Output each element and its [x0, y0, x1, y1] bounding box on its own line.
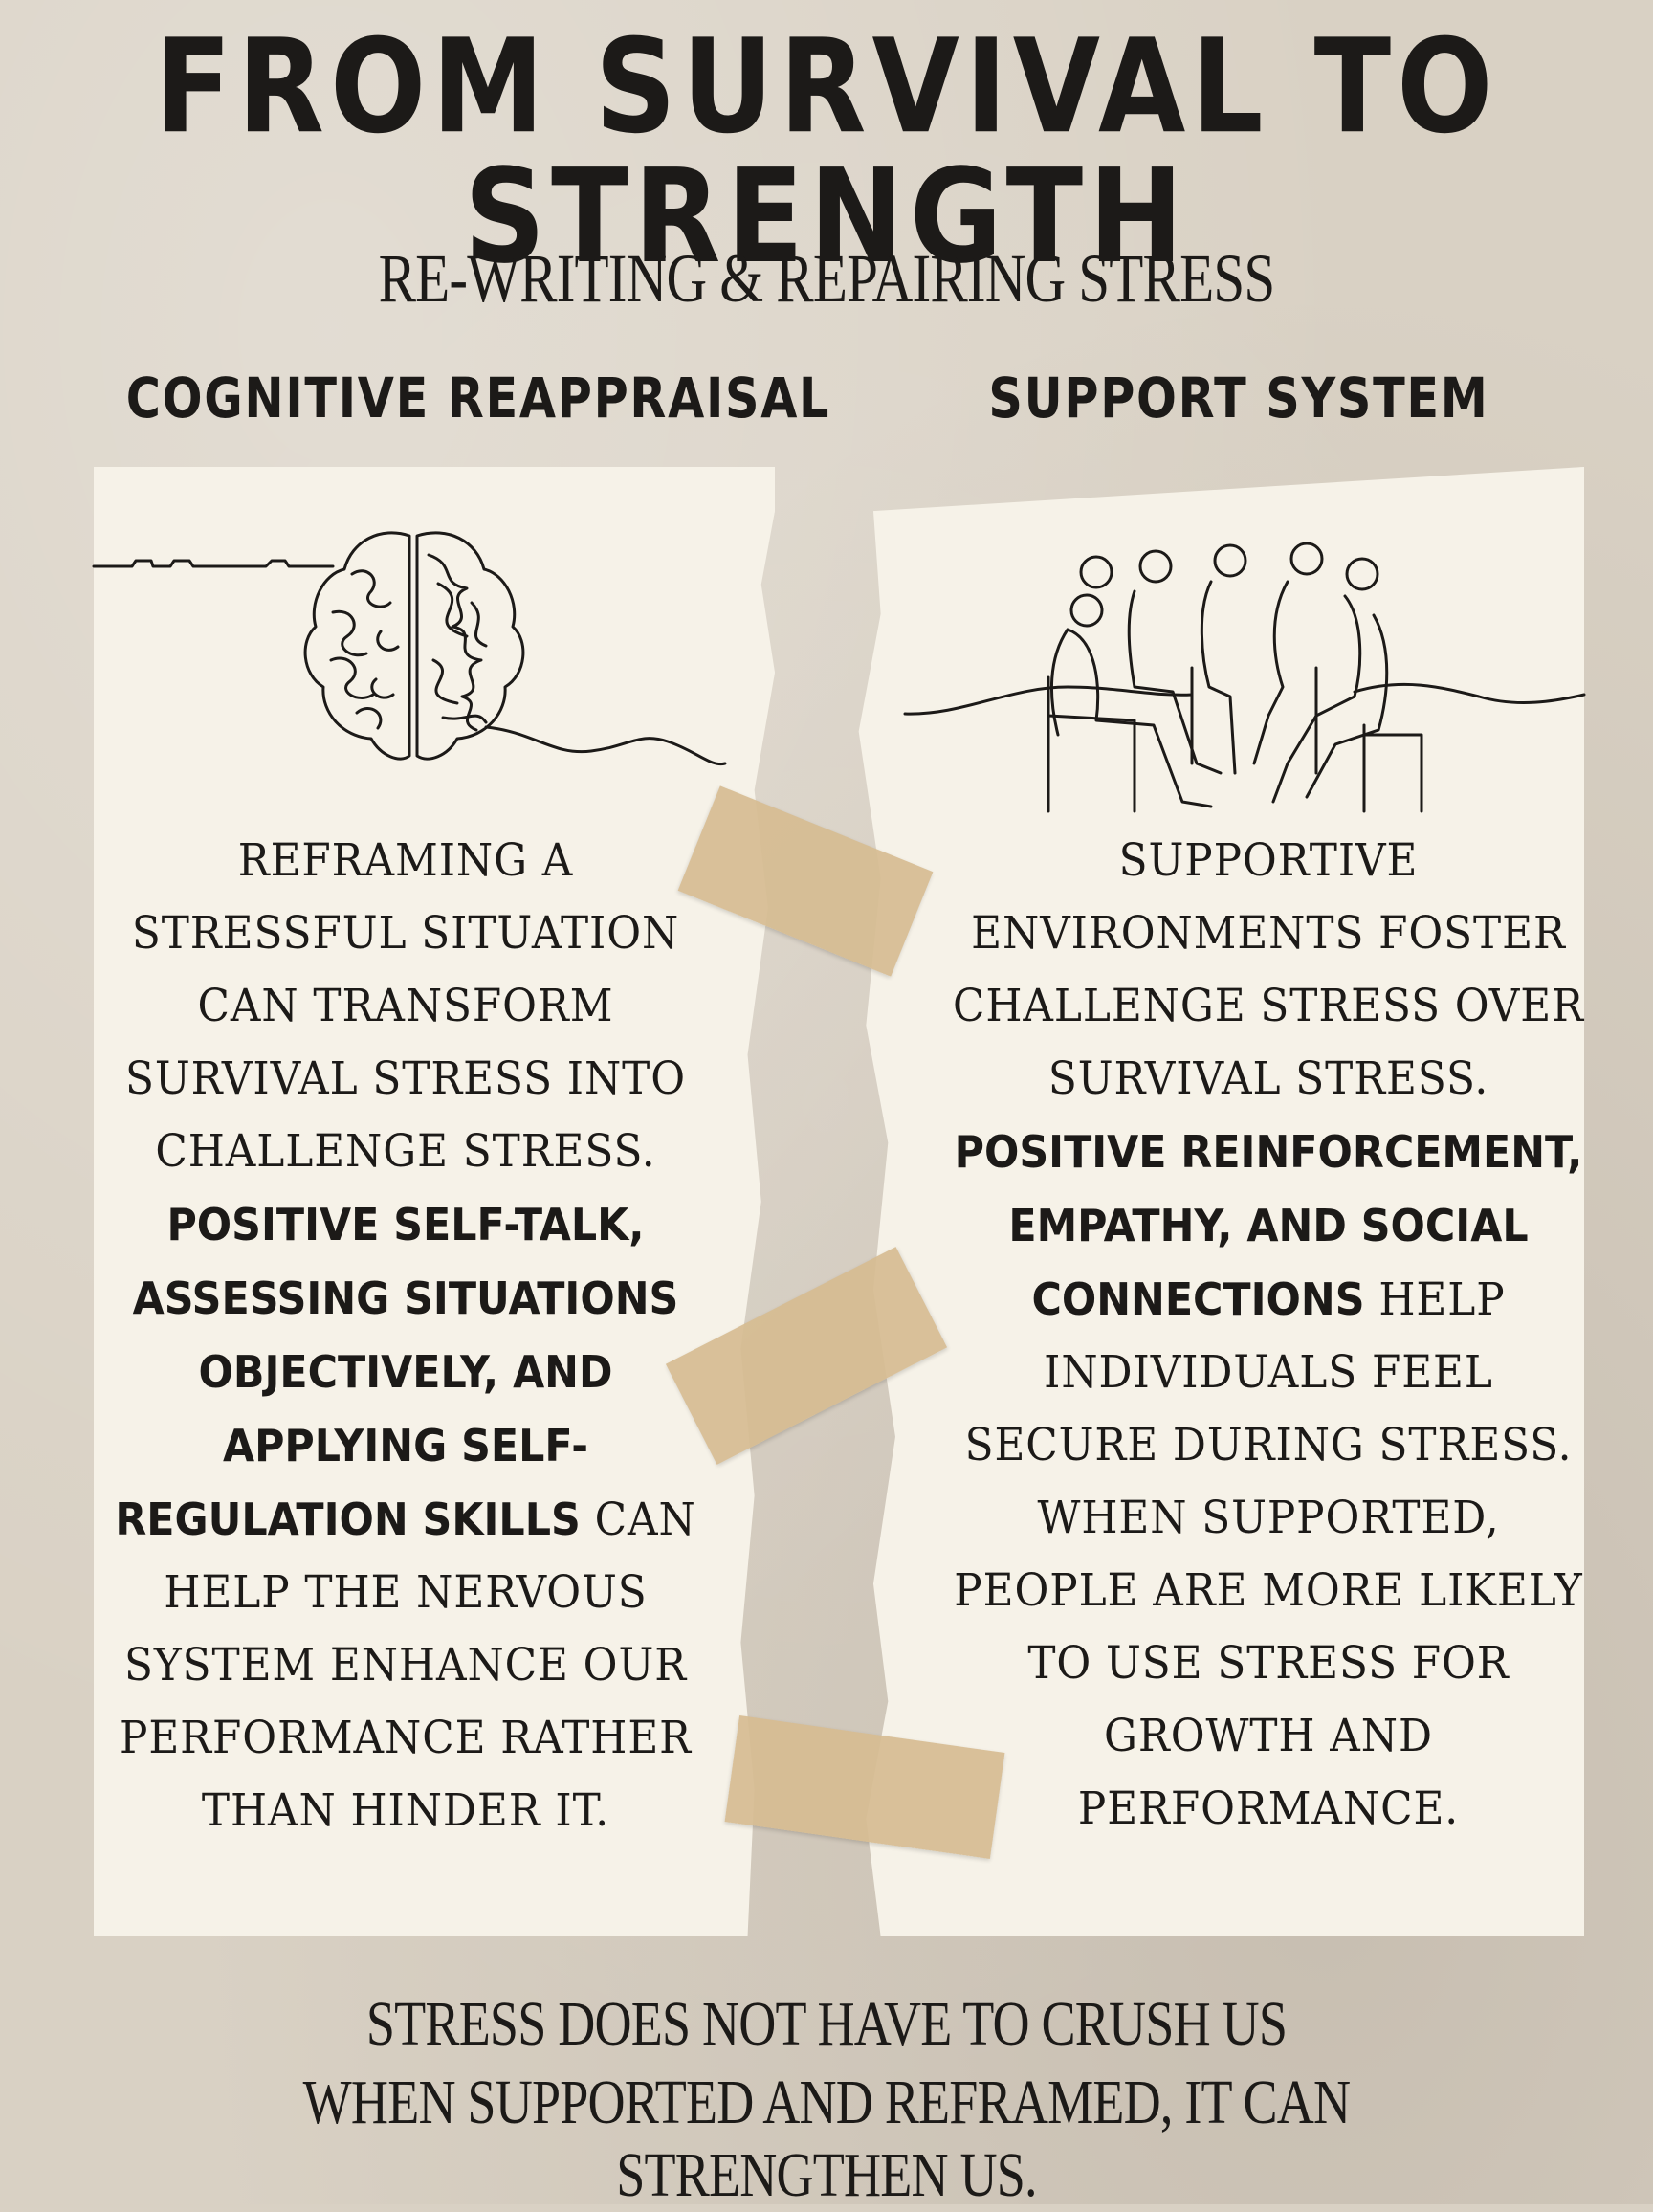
left-text-intro: REFRAMING A STRESSFUL SITUATION CAN TRAN… [124, 834, 687, 1178]
brain-icon [92, 531, 727, 766]
right-body-text: SUPPORTIVE ENVIRONMENTS FOSTER CHALLENGE… [948, 825, 1589, 1846]
support-group-icon [903, 542, 1586, 813]
left-body-text: REFRAMING A STRESSFUL SITUATION CAN TRAN… [103, 825, 708, 1847]
left-text-bold: POSITIVE SELF-TALK, ASSESSING SITUATIONS… [115, 1199, 679, 1545]
page-title: FROM SURVIVAL TO STRENGTH [154, 10, 1499, 293]
right-text-outro: HELP INDIVIDUALS FEEL SECURE DURING STRE… [954, 1273, 1583, 1835]
right-torn-paper-panel [858, 467, 1584, 1936]
right-text-bold: POSITIVE REINFORCEMENT, EMPATHY, AND SOC… [954, 1126, 1583, 1325]
footer-line-1: STRESS DOES NOT HAVE TO CRUSH US [365, 1989, 1288, 2059]
left-text-outro: CAN HELP THE NERVOUS SYSTEM ENHANCE OUR … [119, 1493, 696, 1837]
left-torn-paper-panel [94, 467, 775, 1936]
right-text-intro: SUPPORTIVE ENVIRONMENTS FOSTER CHALLENGE… [953, 834, 1584, 1105]
footer-line-2: WHEN SUPPORTED AND REFRAMED, IT CAN STRE… [302, 2068, 1351, 2210]
page-subtitle: RE-WRITING & REPAIRING STRESS [378, 240, 1276, 317]
left-column-heading: COGNITIVE REAPPRAISAL [125, 365, 831, 431]
right-column-heading: SUPPORT SYSTEM [988, 365, 1489, 431]
